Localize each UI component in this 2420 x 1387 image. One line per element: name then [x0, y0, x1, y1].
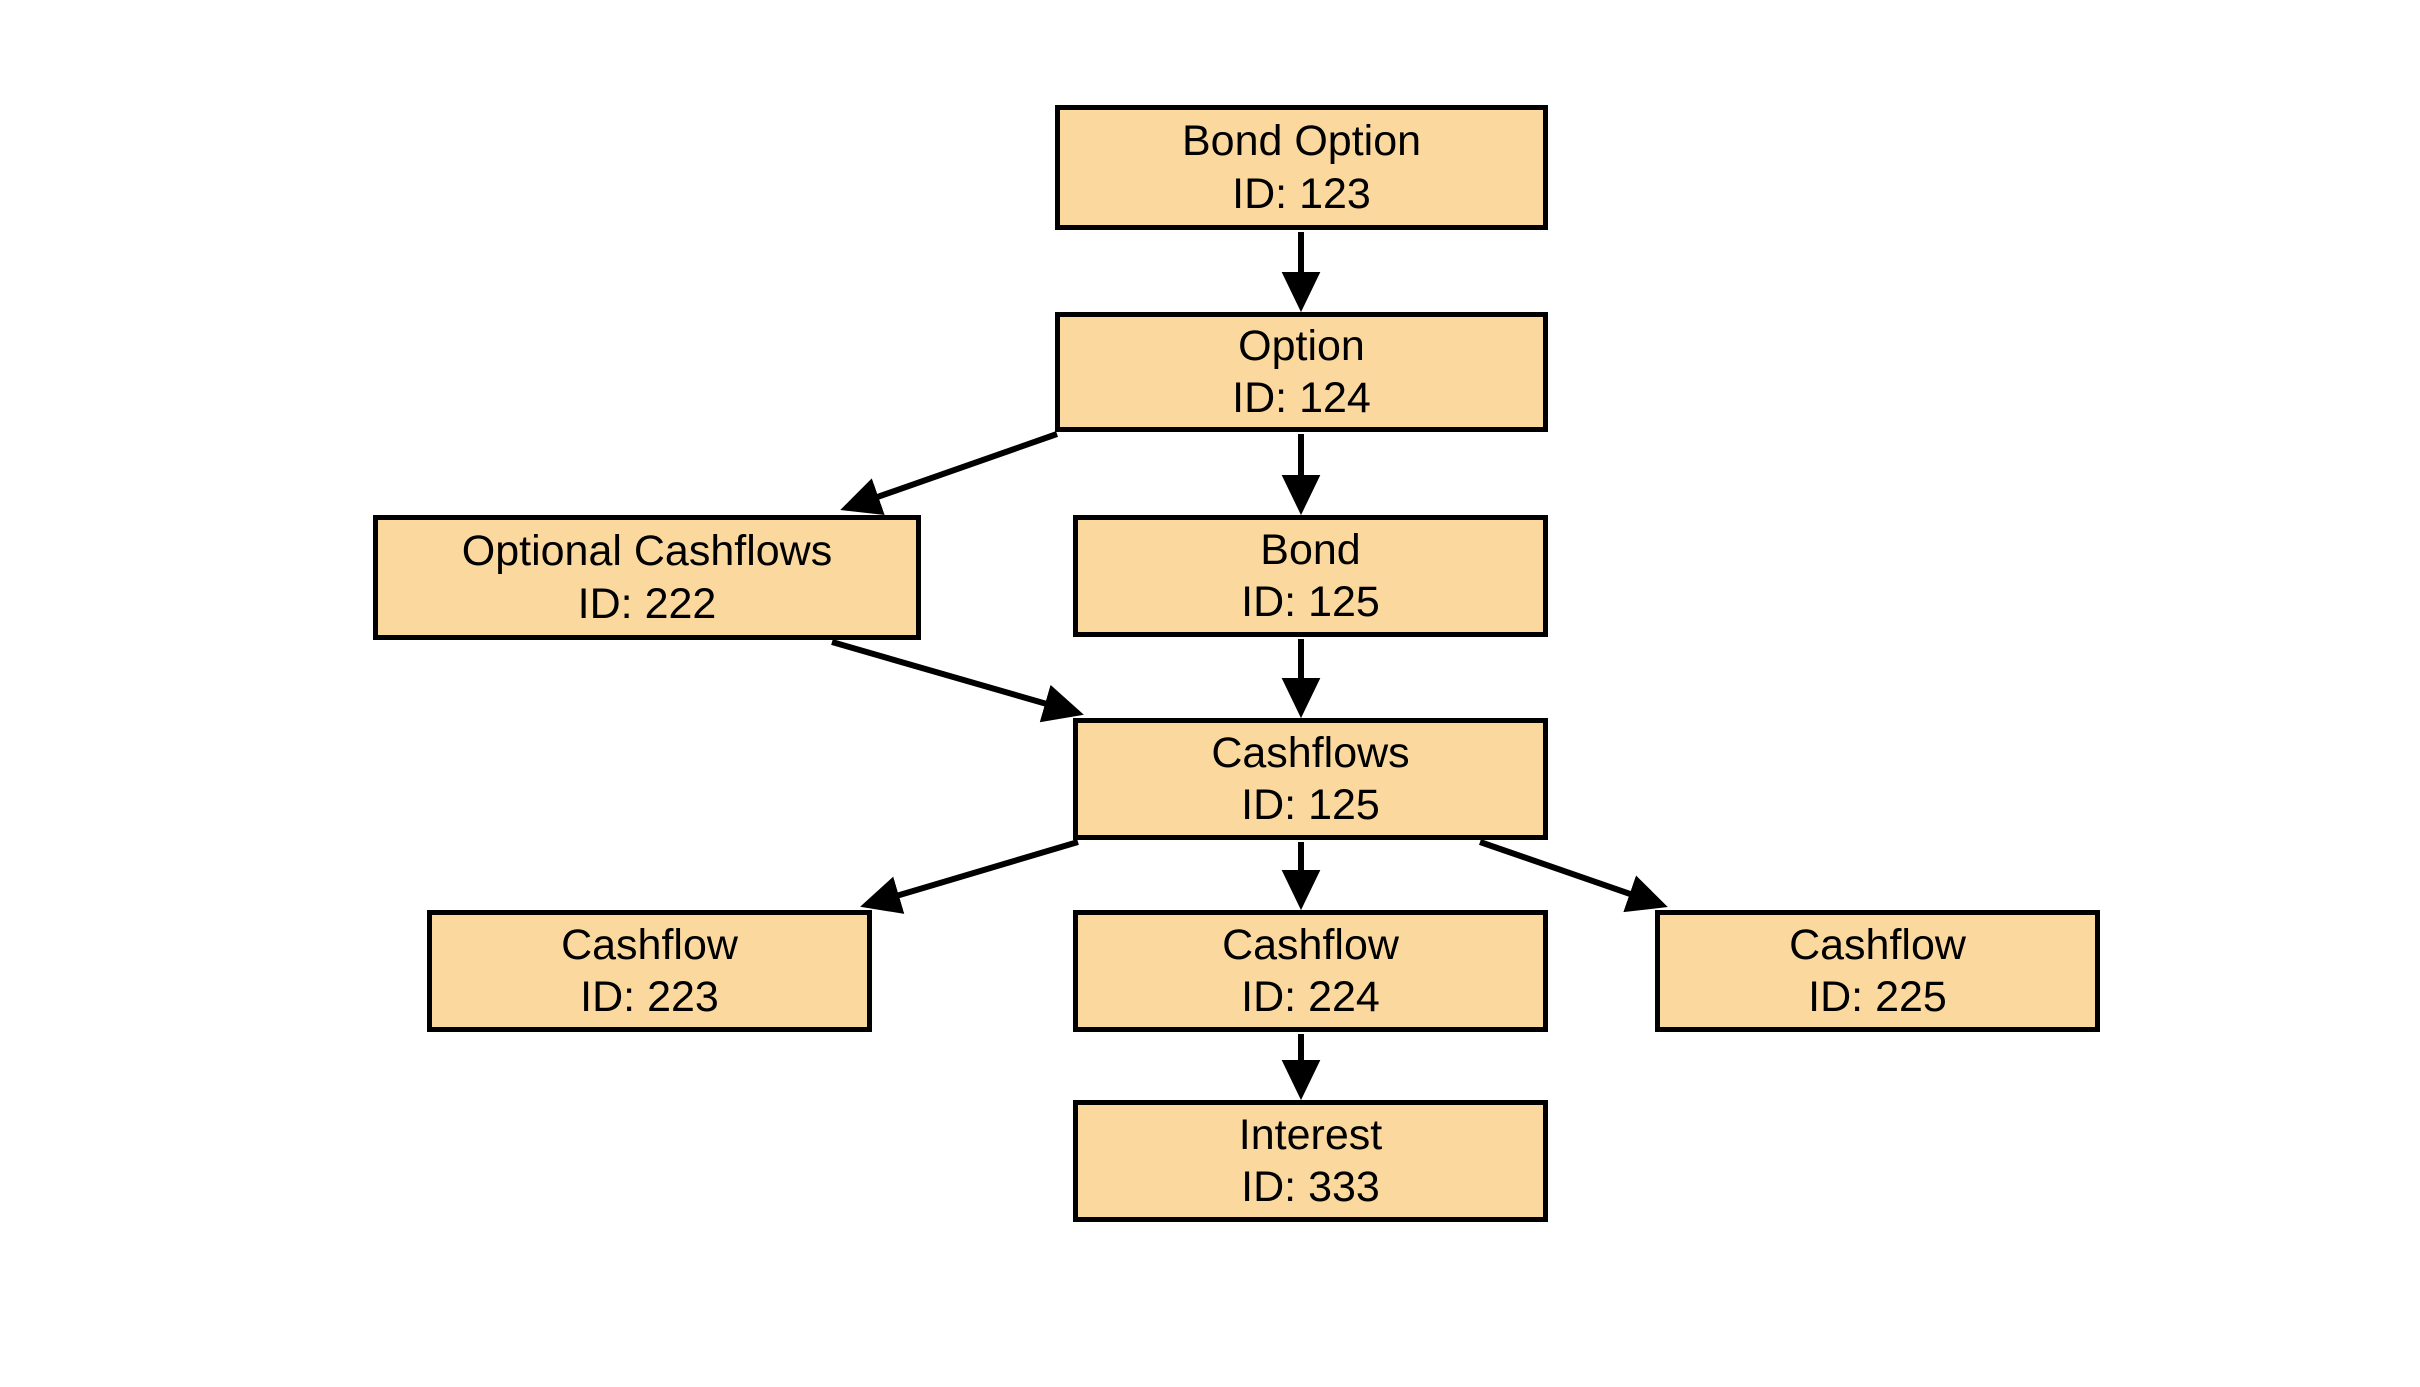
node-title: Cashflow [1222, 920, 1399, 969]
node-title: Interest [1238, 1110, 1383, 1159]
node-id-label: ID: 223 [580, 973, 719, 1021]
edge-cashflows-to-cashflow-223 [860, 839, 1079, 914]
node-bond[interactable]: Bond ID: 125 [1073, 515, 1548, 637]
node-cashflows[interactable]: Cashflows ID: 125 [1073, 718, 1548, 840]
node-title: Option [1238, 321, 1365, 370]
node-title: Cashflows [1211, 728, 1410, 777]
node-title: Bond Option [1181, 117, 1422, 166]
node-id-label: ID: 124 [1232, 374, 1371, 422]
node-title: Bond [1260, 525, 1361, 574]
node-option[interactable]: Option ID: 124 [1055, 312, 1548, 432]
node-optional-cashflows[interactable]: Optional Cashflows ID: 222 [373, 515, 921, 640]
node-id-label: ID: 125 [1241, 578, 1380, 626]
edge-cashflows-to-cashflow-225 [1479, 839, 1668, 913]
node-interest[interactable]: Interest ID: 333 [1073, 1100, 1548, 1222]
edge-option-to-optional-cashflows [840, 431, 1058, 516]
node-title: Optional Cashflows [461, 527, 833, 576]
node-id-label: ID: 123 [1232, 169, 1371, 218]
node-cashflow-224[interactable]: Cashflow ID: 224 [1073, 910, 1548, 1032]
node-id-label: ID: 125 [1241, 781, 1380, 829]
node-id-label: ID: 225 [1808, 973, 1947, 1021]
node-title: Cashflow [561, 920, 738, 969]
node-id-label: ID: 224 [1241, 973, 1380, 1021]
edge-optional-cashflows-to-cashflows [831, 639, 1084, 723]
node-title: Cashflow [1789, 920, 1966, 969]
node-bond-option[interactable]: Bond Option ID: 123 [1055, 105, 1548, 230]
node-id-label: ID: 333 [1241, 1163, 1380, 1211]
node-id-label: ID: 222 [577, 579, 717, 628]
node-cashflow-223[interactable]: Cashflow ID: 223 [427, 910, 872, 1032]
node-cashflow-225[interactable]: Cashflow ID: 225 [1655, 910, 2100, 1032]
